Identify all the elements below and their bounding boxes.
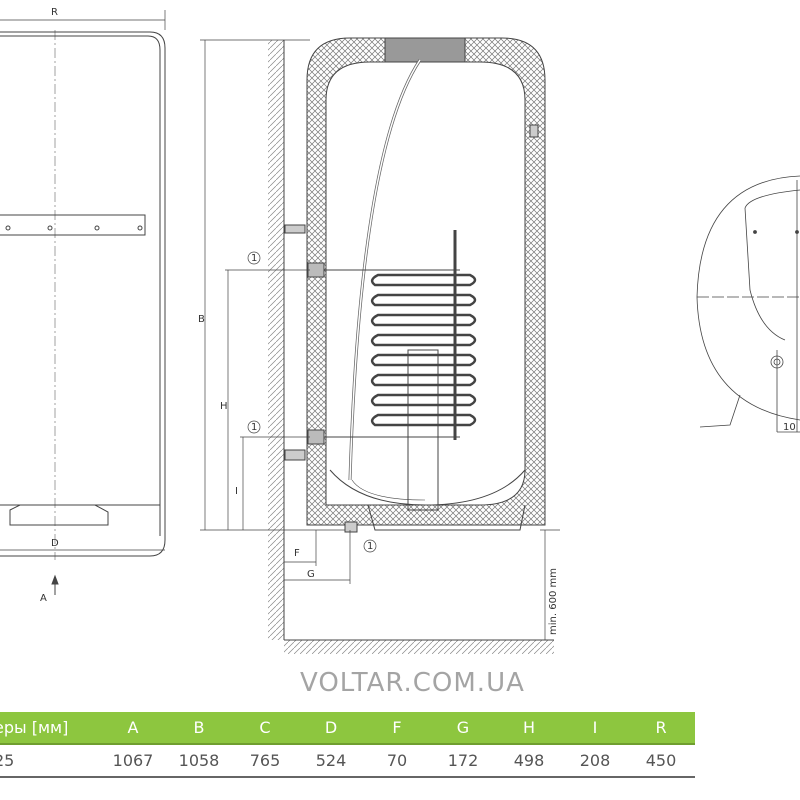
- label-R: R: [51, 7, 58, 18]
- header-cell: R: [655, 718, 667, 737]
- header-cell: C: [259, 718, 271, 737]
- header-cell: I: [592, 718, 598, 737]
- label-D: D: [51, 538, 59, 549]
- table-row: 25 1067 1058 765 524 70 172 498 208 450: [0, 745, 695, 778]
- connection-marker-1: 1: [251, 253, 257, 264]
- connection-marker-2: 1: [251, 422, 257, 433]
- header-cell: F: [392, 718, 402, 737]
- front-view: [0, 10, 166, 595]
- table-cell: 70: [386, 751, 408, 770]
- heating-coil: [370, 273, 477, 427]
- header-cell: D: [324, 718, 338, 737]
- label-H: H: [220, 401, 228, 412]
- header-cell: A: [127, 718, 139, 737]
- table-cell: 450: [645, 751, 677, 770]
- table-cell: 524: [315, 751, 347, 770]
- table-cell: 208: [579, 751, 611, 770]
- top-view: [696, 175, 800, 433]
- dimension-lines: [200, 39, 560, 640]
- header-cell: G: [456, 718, 470, 737]
- table-cell: 1067: [112, 751, 154, 770]
- table-cell: 765: [249, 751, 281, 770]
- label-A: A: [40, 593, 47, 604]
- tank-section: [284, 37, 546, 533]
- label-min-clearance: min. 600 mm: [548, 568, 559, 635]
- label-B: B: [198, 314, 205, 325]
- watermark: VOLTAR.COM.UA: [300, 668, 525, 698]
- table-cell: 1058: [178, 751, 220, 770]
- header-cell: H: [522, 718, 536, 737]
- table-cell: 172: [447, 751, 479, 770]
- table-cell: 498: [513, 751, 545, 770]
- wall: [268, 40, 554, 654]
- dimensions-table: еры [мм] A B C D F G H I R 25 1067 1058 …: [0, 712, 695, 778]
- label-I: I: [235, 486, 238, 497]
- table-header-row: еры [мм] A B C D F G H I R: [0, 712, 695, 745]
- label-side-dimension: 10: [783, 422, 796, 433]
- header-cell: B: [193, 718, 205, 737]
- label-F: F: [294, 548, 300, 559]
- label-G: G: [307, 569, 315, 580]
- connection-marker-3: 1: [367, 541, 373, 552]
- table-cell: 25: [0, 751, 15, 770]
- header-cell: еры [мм]: [0, 718, 69, 737]
- technical-drawing: R D A: [0, 7, 800, 654]
